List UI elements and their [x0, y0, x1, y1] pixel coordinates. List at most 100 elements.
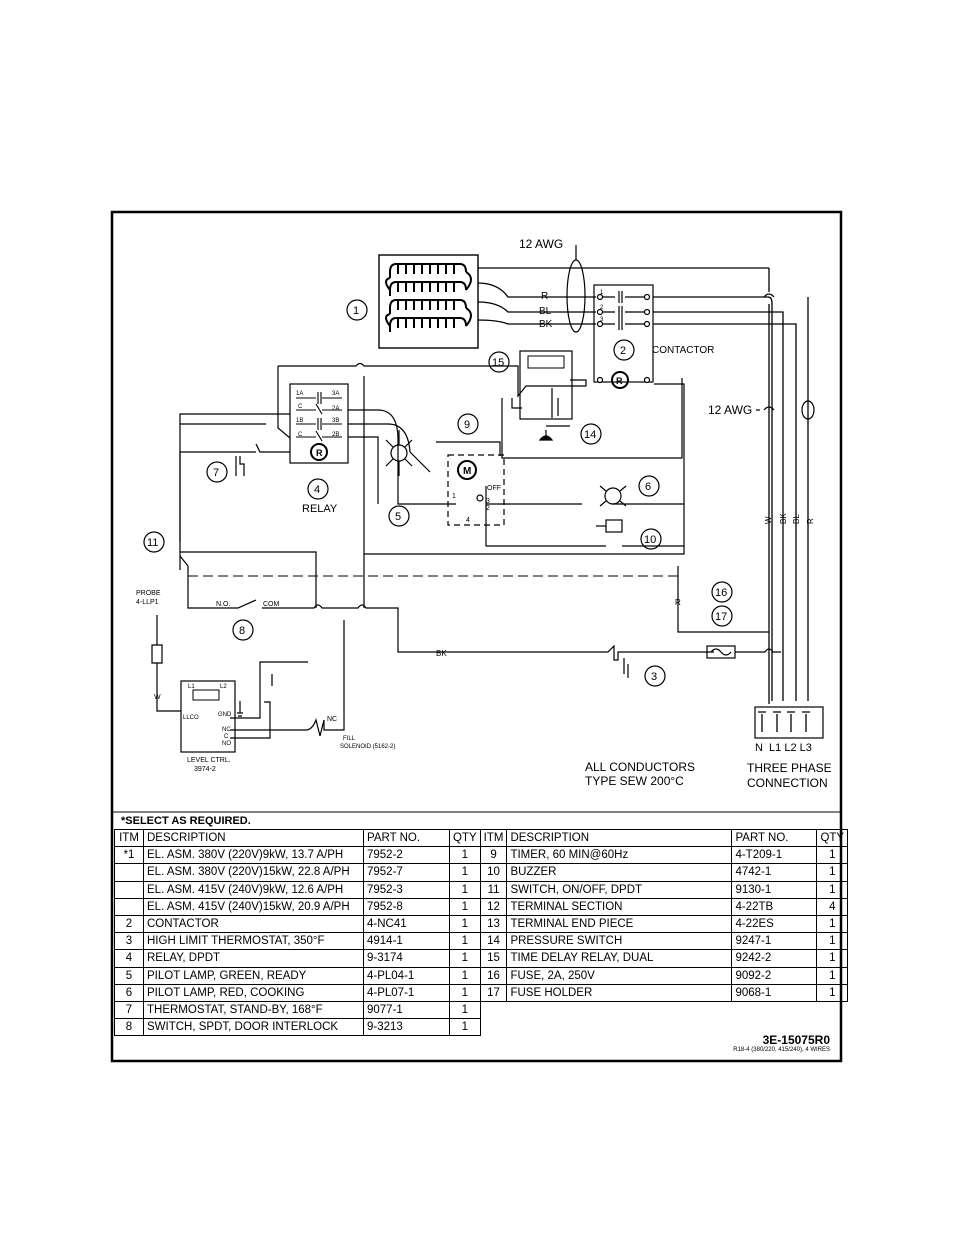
label-fill: FILL [343, 736, 356, 742]
table-cell [114, 880, 144, 899]
table-cell: 9247-1 [731, 932, 818, 951]
label-fill-solenoid: SOLENOID (5162-2) [340, 744, 395, 750]
label-all-conductors: ALL CONDUCTORS [585, 760, 695, 774]
table-cell: 7952-8 [363, 897, 450, 916]
table-cell: 1 [449, 932, 481, 951]
relay-pin-1b: 1B [296, 418, 303, 424]
table-header-cell: DESCRIPTION [143, 828, 364, 848]
table-cell: 9092-2 [731, 966, 818, 985]
table-cell: 15 [479, 949, 508, 968]
relay-pin-3a: 3A [332, 391, 339, 397]
callout-14: 14 [584, 429, 596, 441]
label-wire-bl: BL [539, 306, 552, 317]
relay-coil-r: R [316, 448, 323, 458]
buzzer [596, 519, 662, 550]
table-empty-cell [732, 1001, 817, 1018]
table-cell: 9-3213 [363, 1018, 450, 1037]
table-cell: 3 [114, 932, 144, 951]
table-cell: 5 [114, 966, 144, 985]
callout-8: 8 [239, 625, 245, 637]
table-cell: 12 [479, 897, 508, 916]
table-cell: 13 [479, 914, 508, 934]
table-cell: 1 [816, 966, 849, 985]
table-cell: 7952-2 [363, 846, 450, 865]
table-cell: 7952-3 [363, 880, 450, 899]
heating-element [346, 254, 479, 349]
table-cell: RELAY, DPDT [143, 949, 364, 968]
table-cell: FUSE, 2A, 250V [506, 966, 733, 985]
timer [436, 413, 505, 526]
table-cell: 9130-1 [731, 880, 818, 899]
table-header-cell: PART NO. [731, 828, 818, 848]
high-limit-thermostat [623, 658, 666, 687]
table-empty-cell [480, 1019, 507, 1036]
timer-pin-4: 4 [466, 517, 470, 524]
table-cell: FUSE HOLDER [506, 983, 733, 1002]
table-header-cell: PART NO. [363, 828, 450, 848]
table-cell: 1 [816, 949, 849, 968]
table-header-cell: DESCRIPTION [506, 828, 733, 848]
table-cell: 14 [479, 932, 508, 951]
label-contactor: CONTACTOR [652, 345, 714, 356]
table-header-cell: QTY [449, 828, 481, 848]
table-cell: 16 [479, 966, 508, 985]
label-bk-main: BK [436, 649, 447, 658]
table-cell: 9068-1 [731, 983, 818, 1002]
label-12awg-top: 12 AWG [519, 237, 563, 251]
table-cell: TERMINAL SECTION [506, 897, 733, 916]
pilot-lamp-green [385, 430, 413, 527]
table-cell: 1 [449, 880, 481, 899]
relay-pin-c2: C [298, 432, 303, 438]
table-cell: 9077-1 [363, 1000, 450, 1020]
lc-pin-l1: L1 [188, 684, 195, 690]
level-probe [151, 615, 181, 712]
table-cell: 4-PL04-1 [363, 966, 450, 985]
label-w: W [154, 694, 161, 701]
table-cell: HIGH LIMIT THERMOSTAT, 350°F [143, 932, 364, 951]
label-phase-w: W [764, 516, 773, 524]
table-empty-cell [507, 1001, 732, 1018]
label-probe-part: 4-LLP1 [136, 599, 159, 606]
table-cell: CONTACTOR [143, 914, 364, 934]
table-cell: 1 [449, 966, 481, 985]
table-cell: 11 [479, 880, 508, 899]
timer-pin-off: OFF [487, 485, 501, 492]
table-cell: 1 [449, 949, 481, 968]
callout-16: 16 [715, 587, 727, 599]
table-empty-cell [480, 1001, 507, 1018]
callout-1: 1 [353, 305, 359, 317]
door-interlock [187, 554, 714, 661]
table-empty-cell [507, 1019, 732, 1036]
pressure-switch [538, 423, 602, 445]
lc-pin-nc: NC [222, 727, 231, 733]
callout-7: 7 [213, 467, 219, 479]
callout-17: 17 [715, 611, 727, 623]
drawing-frame [110, 210, 843, 1063]
table-cell: 4-22ES [731, 914, 818, 934]
relay-pin-3b: 3B [332, 418, 339, 424]
table-cell: 9 [479, 846, 508, 865]
table-cell: 1 [449, 1000, 481, 1020]
label-type-sew: TYPE SEW 200°C [585, 774, 684, 788]
relay-pin-1a: 1A [296, 391, 303, 397]
table-cell: TIME DELAY RELAY, DUAL [506, 949, 733, 968]
time-delay-relay [488, 350, 573, 420]
label-12awg-right: 12 AWG [708, 403, 752, 417]
document-subtitle: R18-4 (380/220, 415/240), 4 WIRES [733, 1047, 830, 1053]
table-cell: 17 [479, 983, 508, 1002]
table-cell: 9242-2 [731, 949, 818, 968]
relay-pin-2b: 2B [332, 432, 339, 438]
label-level-ctrl-part: 3974-2 [194, 766, 216, 773]
callout-11: 11 [147, 537, 158, 549]
table-cell: 1 [816, 880, 849, 899]
table-cell: 4-PL07-1 [363, 983, 450, 1002]
table-cell: EL. ASM. 380V (220V)15kW, 22.8 A/PH [143, 863, 364, 882]
